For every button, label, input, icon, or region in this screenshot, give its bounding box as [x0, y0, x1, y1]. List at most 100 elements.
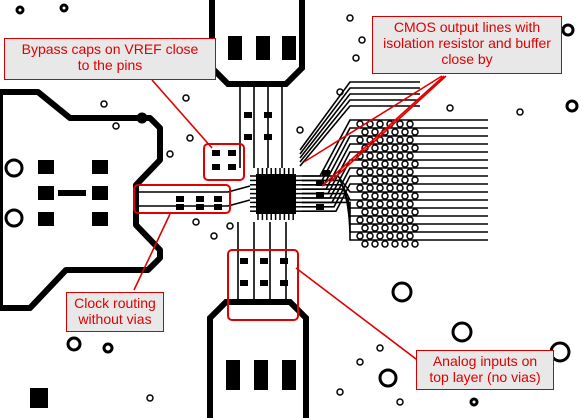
- signal-via: [371, 128, 379, 136]
- signal-via: [356, 184, 364, 192]
- left-copper-pour: [0, 89, 163, 311]
- via: [112, 122, 120, 130]
- signal-via: [371, 240, 379, 248]
- signal-via: [356, 200, 364, 208]
- signal-via: [406, 184, 414, 192]
- smd-component: [228, 150, 236, 156]
- smd-component: [228, 164, 236, 170]
- clock-trace: [136, 185, 251, 193]
- via: [210, 232, 218, 240]
- upper-trace: [299, 105, 420, 167]
- via: [192, 218, 200, 226]
- signal-via: [386, 232, 394, 240]
- signal-via: [376, 200, 384, 208]
- signal-via: [356, 136, 364, 144]
- signal-via: [371, 176, 379, 184]
- smd-component: [176, 196, 184, 202]
- smd-component: [212, 164, 220, 170]
- signal-via: [386, 200, 394, 208]
- signal-via: [406, 136, 414, 144]
- signal-via: [406, 168, 414, 176]
- signal-via: [381, 144, 389, 152]
- signal-via: [386, 168, 394, 176]
- signal-via: [411, 176, 419, 184]
- signal-via: [396, 168, 404, 176]
- signal-via: [376, 184, 384, 192]
- output-trace: [302, 201, 488, 241]
- via: [352, 54, 360, 62]
- signal-via: [391, 240, 399, 248]
- smd-component: [264, 112, 272, 118]
- smd-component: [316, 192, 324, 198]
- bypass-caps-callout: Bypass caps on VREF close to the pins: [4, 38, 216, 80]
- upper-trace: [299, 81, 420, 151]
- signal-via: [356, 152, 364, 160]
- bottom-connector: [207, 299, 309, 418]
- via: [336, 88, 344, 96]
- left-vias: [4, 3, 148, 354]
- leader-lines: [133, 75, 447, 363]
- top-connector: [209, 0, 305, 87]
- signal-via: [361, 192, 369, 200]
- signal-via: [371, 192, 379, 200]
- passive-components: [176, 112, 330, 286]
- signal-via: [361, 176, 369, 184]
- signal-via: [406, 120, 414, 128]
- signal-via: [401, 224, 409, 232]
- via: [100, 100, 108, 108]
- signal-via: [391, 160, 399, 168]
- signal-via: [386, 136, 394, 144]
- signal-via: [396, 184, 404, 192]
- via: [296, 126, 304, 134]
- signal-via: [366, 200, 374, 208]
- smd-component: [264, 134, 272, 140]
- output-trace: [302, 184, 488, 209]
- signal-via: [376, 152, 384, 160]
- via: [346, 14, 354, 22]
- signal-via: [376, 120, 384, 128]
- clock-routing-callout: Clock routing without vias: [66, 292, 164, 332]
- signal-via: [371, 160, 379, 168]
- signal-via: [396, 136, 404, 144]
- upper-trace: [299, 99, 420, 163]
- signal-via: [366, 184, 374, 192]
- signal-via: [411, 240, 419, 248]
- via: [376, 344, 384, 352]
- signal-via: [401, 208, 409, 216]
- output-trace: [302, 197, 488, 233]
- signal-via: [401, 144, 409, 152]
- smd-component: [240, 280, 248, 286]
- signal-via: [361, 208, 369, 216]
- smd-component: [260, 280, 268, 286]
- signal-via: [371, 208, 379, 216]
- right-vias: [378, 17, 579, 407]
- signal-via: [391, 176, 399, 184]
- signal-via: [366, 232, 374, 240]
- signal-via: [396, 120, 404, 128]
- highlight-boxes: [133, 143, 299, 321]
- via: [182, 94, 190, 102]
- clock-trace: [136, 199, 251, 207]
- signal-via: [356, 232, 364, 240]
- signal-via: [396, 232, 404, 240]
- smd-component: [196, 204, 204, 210]
- signal-via: [361, 240, 369, 248]
- smd-component: [240, 258, 248, 264]
- signal-via: [406, 200, 414, 208]
- smd-component: [280, 258, 288, 264]
- signal-via: [361, 160, 369, 168]
- left-bottom-pad: [30, 388, 48, 408]
- signal-via: [401, 160, 409, 168]
- via: [516, 108, 524, 116]
- smd-component: [196, 196, 204, 202]
- upper-trace: [299, 87, 420, 155]
- via: [166, 150, 174, 158]
- via: [186, 134, 194, 142]
- smd-component: [214, 196, 222, 202]
- signal-via: [391, 128, 399, 136]
- smd-component: [316, 180, 324, 186]
- signal-via: [396, 152, 404, 160]
- signal-via: [396, 200, 404, 208]
- signal-via: [391, 208, 399, 216]
